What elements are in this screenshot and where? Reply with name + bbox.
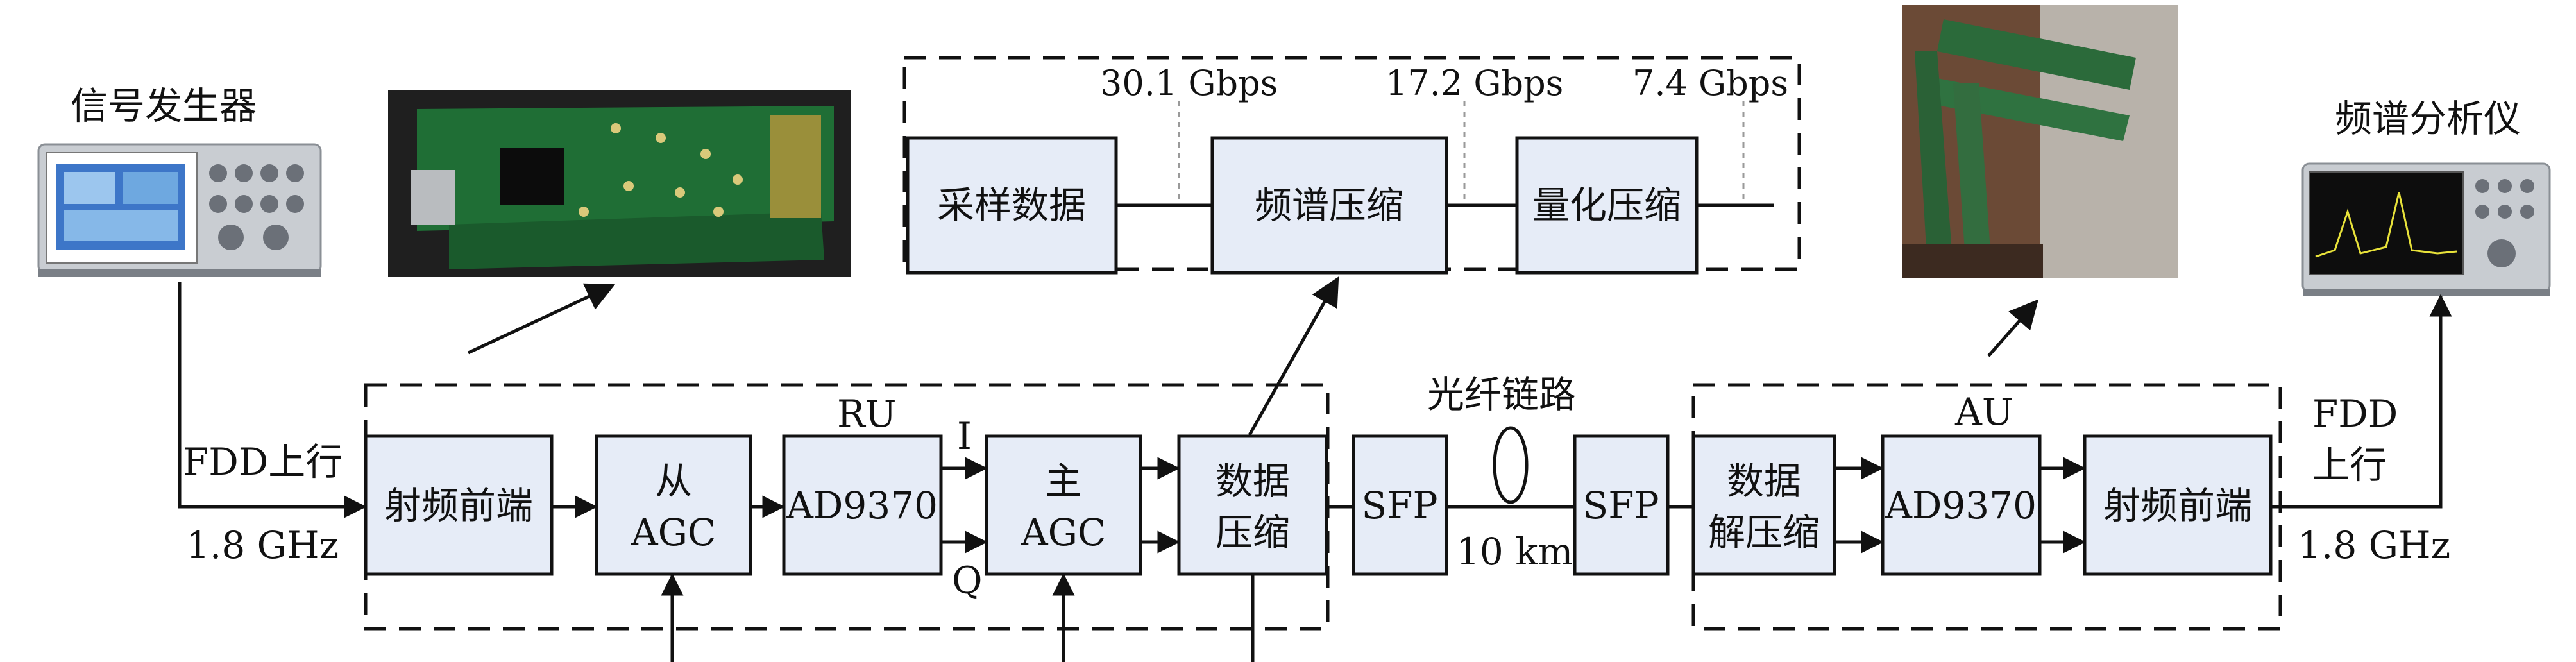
svg-text:量化压缩: 量化压缩 bbox=[1532, 183, 1681, 227]
fiber-length-label: 10 km bbox=[1456, 530, 1573, 573]
svg-text:采样数据: 采样数据 bbox=[937, 183, 1086, 227]
svg-text:频谱压缩: 频谱压缩 bbox=[1255, 183, 1403, 227]
svg-text:AGC: AGC bbox=[1021, 511, 1106, 554]
uplink-right-label-line1: FDD bbox=[2312, 392, 2398, 436]
block-slave-agc: 从 AGC bbox=[595, 434, 752, 576]
rate-label-3: 7.4 Gbps bbox=[1632, 63, 1788, 103]
arrow-to-ru-photo bbox=[467, 283, 616, 355]
svg-text:AD9370: AD9370 bbox=[786, 484, 938, 527]
svg-text:AGC: AGC bbox=[631, 511, 716, 554]
block-rf-front-end-ru: 射频前端 bbox=[364, 434, 554, 576]
q-branch-label: Q bbox=[952, 559, 983, 602]
arrow-to-au-photo bbox=[1987, 299, 2038, 357]
block-data-compress: 数据 压缩 bbox=[1177, 434, 1328, 576]
block-ad9370-au: AD9370 bbox=[1881, 434, 2042, 576]
freq-left-label: 1.8 GHz bbox=[186, 523, 339, 567]
block-data-decompress: 数据 解压缩 bbox=[1691, 434, 1836, 576]
fiber-coil-icon bbox=[1493, 426, 1529, 504]
fiber-link-label: 光纤链路 bbox=[1427, 373, 1576, 416]
uplink-left-label: FDD上行 bbox=[183, 440, 343, 484]
i-branch-label: I bbox=[957, 414, 972, 458]
svg-text:主: 主 bbox=[1045, 459, 1082, 503]
block-spectrum-compression: 频谱压缩 bbox=[1210, 136, 1448, 275]
block-sfp-left: SFP bbox=[1352, 434, 1448, 576]
signal-generator-image bbox=[37, 143, 322, 277]
signal-generator-label: 信号发生器 bbox=[71, 84, 257, 128]
au-label: AU bbox=[1954, 390, 2013, 434]
svg-text:解压缩: 解压缩 bbox=[1708, 511, 1820, 554]
svg-text:AD9370: AD9370 bbox=[1885, 484, 2037, 527]
uplink-right-label-line2: 上行 bbox=[2312, 443, 2387, 487]
rate-label-2: 17.2 Gbps bbox=[1385, 63, 1563, 103]
svg-text:射频前端: 射频前端 bbox=[384, 484, 533, 527]
block-ad9370-ru: AD9370 bbox=[782, 434, 943, 576]
spectrum-analyzer-image bbox=[2301, 162, 2551, 296]
freq-right-label: 1.8 GHz bbox=[2298, 523, 2450, 567]
svg-text:数据: 数据 bbox=[1216, 459, 1290, 503]
svg-text:从: 从 bbox=[655, 459, 692, 503]
svg-text:SFP: SFP bbox=[1582, 484, 1659, 527]
ru-board-photo bbox=[388, 90, 851, 277]
au-board-photo bbox=[1902, 5, 2178, 278]
ru-label: RU bbox=[837, 392, 897, 436]
svg-text:数据: 数据 bbox=[1727, 459, 1801, 503]
block-sampling-data: 采样数据 bbox=[906, 136, 1118, 275]
block-rf-front-end-au: 射频前端 bbox=[2083, 434, 2273, 576]
block-master-agc: 主 AGC bbox=[985, 434, 1142, 576]
svg-text:SFP: SFP bbox=[1361, 484, 1437, 527]
spectrum-analyzer-label: 频谱分析仪 bbox=[2335, 97, 2521, 140]
svg-text:射频前端: 射频前端 bbox=[2103, 484, 2252, 527]
svg-text:压缩: 压缩 bbox=[1216, 511, 1290, 554]
arrow-to-compression-chain bbox=[1248, 276, 1339, 436]
block-sfp-right: SFP bbox=[1573, 434, 1670, 576]
rate-label-1: 30.1 Gbps bbox=[1100, 63, 1278, 103]
block-quantization-compression: 量化压缩 bbox=[1515, 136, 1699, 275]
